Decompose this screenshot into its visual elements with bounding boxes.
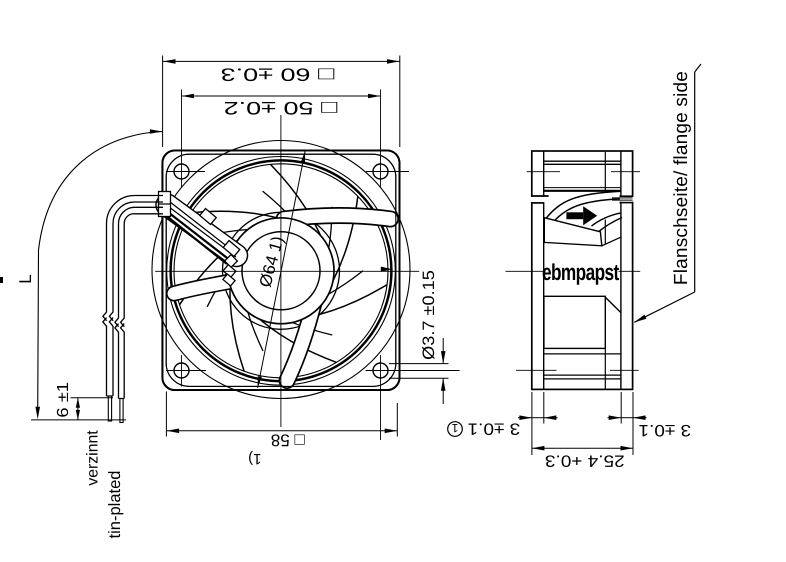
svg-text:3 ±0.1: 3 ±0.1	[638, 421, 691, 439]
svg-text:Ø3.7 ±0.15: Ø3.7 ±0.15	[420, 270, 438, 360]
svg-text:Flanschseite/ flange side: Flanschseite/ flange side	[671, 71, 692, 285]
svg-text:verzinnt: verzinnt	[84, 430, 101, 486]
svg-text:□ 58: □ 58	[271, 431, 305, 450]
svg-text:□ 60 ±0.3: □ 60 ±0.3	[221, 64, 335, 84]
svg-text:tin-plated: tin-plated	[106, 471, 124, 539]
svg-text:6 ±1: 6 ±1	[55, 382, 72, 418]
svg-text:1: 1	[451, 421, 458, 435]
svg-text:L: L	[16, 274, 35, 283]
svg-text:□ 50 ±0.2: □ 50 ±0.2	[224, 98, 338, 118]
svg-text:3 ±0.1: 3 ±0.1	[468, 420, 521, 438]
svg-text:25.4 +0.3: 25.4 +0.3	[545, 451, 625, 469]
svg-text:ebmpapst: ebmpapst	[542, 259, 620, 285]
svg-text:1): 1)	[248, 450, 261, 467]
